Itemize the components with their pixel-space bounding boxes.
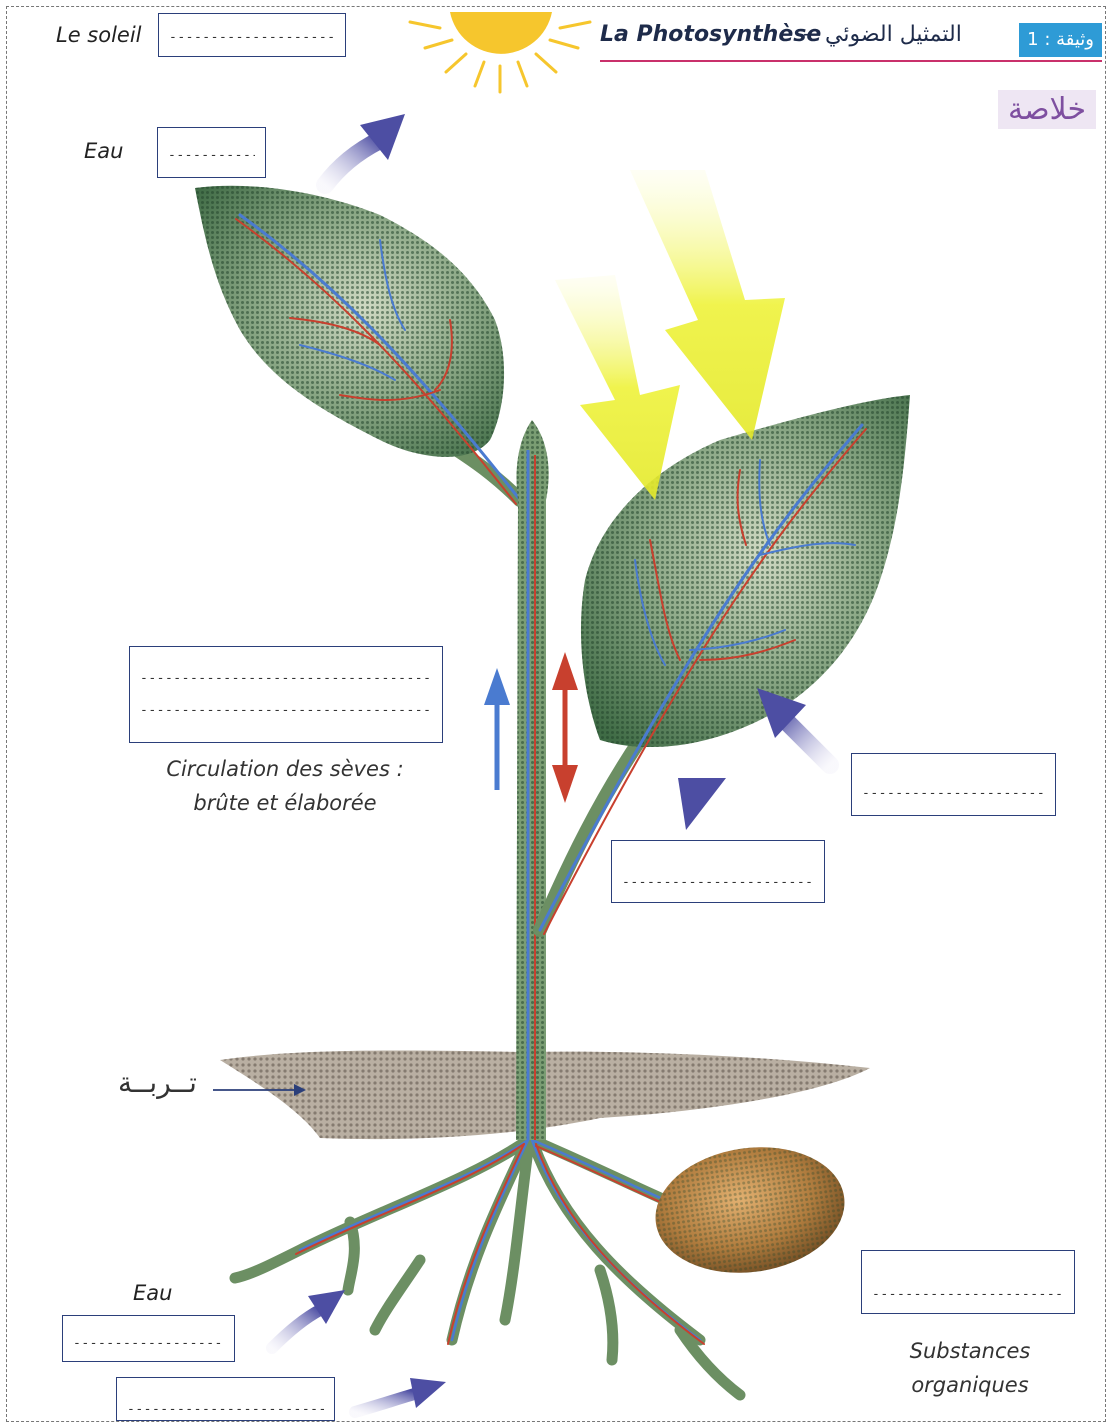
label-sap-line-2: brûte et élaborée [130,786,440,820]
title-separator: – [803,22,814,47]
label-sun: Le soleil [56,24,142,47]
answer-blank: ------------------------- [169,30,335,45]
answer-blank: ------------------------------ [622,875,814,890]
roots [235,1140,740,1395]
left-leaf [195,186,520,504]
title-arabic: التمثيل الضوئي [825,22,962,47]
answer-blank: ------------------------- [168,148,255,163]
stem [516,420,549,1140]
answer-blank: ------------------------------ [127,1402,324,1417]
answer-box-water-bottom-2[interactable]: ------------------------------ [116,1377,335,1421]
answer-blank-1: ----------------------------------------… [140,671,432,686]
answer-blank: ------------------------- [73,1336,224,1351]
label-water-top: Eau [84,140,123,163]
document-badge: وثيقة : 1 [1019,23,1102,57]
label-sap-line-1: Circulation des sèves : [130,752,440,786]
sun-icon [410,12,590,92]
answer-blank: ------------------------------ [872,1287,1064,1302]
seed-icon [647,1135,852,1284]
answer-box-sun[interactable]: ------------------------- [158,13,346,57]
answer-box-gas-out[interactable]: ------------------------------ [611,840,825,903]
label-sap-circulation: Circulation des sèves : brûte et élaboré… [130,752,440,820]
answer-box-gas-in[interactable]: ------------------------------ [851,753,1056,816]
title-french: La Photosynthèse [600,22,821,47]
answer-blank: ------------------------------ [862,786,1045,801]
answer-box-sap[interactable]: ----------------------------------------… [129,646,443,743]
label-soil: تــربــة [118,1066,197,1099]
answer-box-water-bottom-1[interactable]: ------------------------- [62,1315,235,1362]
label-organic-substances: Substances organiques [880,1334,1060,1402]
document-title-bar: La Photosynthèse – التمثيل الضوئي وثيقة … [600,20,1102,62]
label-organic-line-1: Substances [880,1334,1060,1368]
summary-label: خلاصة [998,90,1096,129]
answer-box-water-top[interactable]: ------------------------- [157,127,266,178]
label-organic-line-2: organiques [880,1368,1060,1402]
label-water-bottom: Eau [133,1282,172,1305]
answer-box-organic[interactable]: ------------------------------ [861,1250,1075,1314]
answer-blank-2: ----------------------------------------… [140,703,432,718]
